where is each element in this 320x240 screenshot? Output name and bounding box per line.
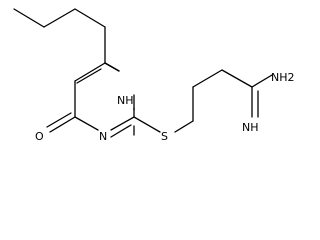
carbonyl-group xyxy=(46,112,76,133)
bond-c6-c5 xyxy=(74,62,106,82)
bond-c4-o xyxy=(49,116,76,133)
bond-propyl-1 xyxy=(13,8,45,28)
bond-n3-c2 xyxy=(110,116,135,131)
atom-label-imine: NH xyxy=(242,121,259,134)
propyl-chain xyxy=(13,8,106,64)
thioether-linker xyxy=(133,116,194,133)
bond-c4-n3 xyxy=(74,116,99,131)
chemical-structure: NH N O S NH2 NH xyxy=(13,8,295,143)
pyrimidinone-ring xyxy=(74,62,135,138)
amidine-chain xyxy=(192,69,273,122)
atom-label-ring-n: N xyxy=(99,130,107,143)
bond-propyl-2 xyxy=(43,8,76,28)
bond-n1-c6 xyxy=(104,62,120,72)
atom-label-oxygen: O xyxy=(35,130,44,143)
bond-n3-c2-double xyxy=(110,124,132,138)
atom-label-ring-nh: NH xyxy=(117,94,134,107)
bond-s-ch2 xyxy=(174,120,194,133)
bond-c4-o-double xyxy=(46,112,72,128)
bond-chain-2 xyxy=(192,69,223,88)
bond-c-nh2 xyxy=(251,74,273,88)
atom-label-amine: NH2 xyxy=(271,71,295,84)
bond-propyl-3 xyxy=(74,8,106,28)
bond-chain-3 xyxy=(221,69,253,88)
atom-label-sulfur: S xyxy=(161,130,168,143)
bond-c2-s xyxy=(133,116,161,133)
bond-c5-c6-double xyxy=(76,68,102,84)
